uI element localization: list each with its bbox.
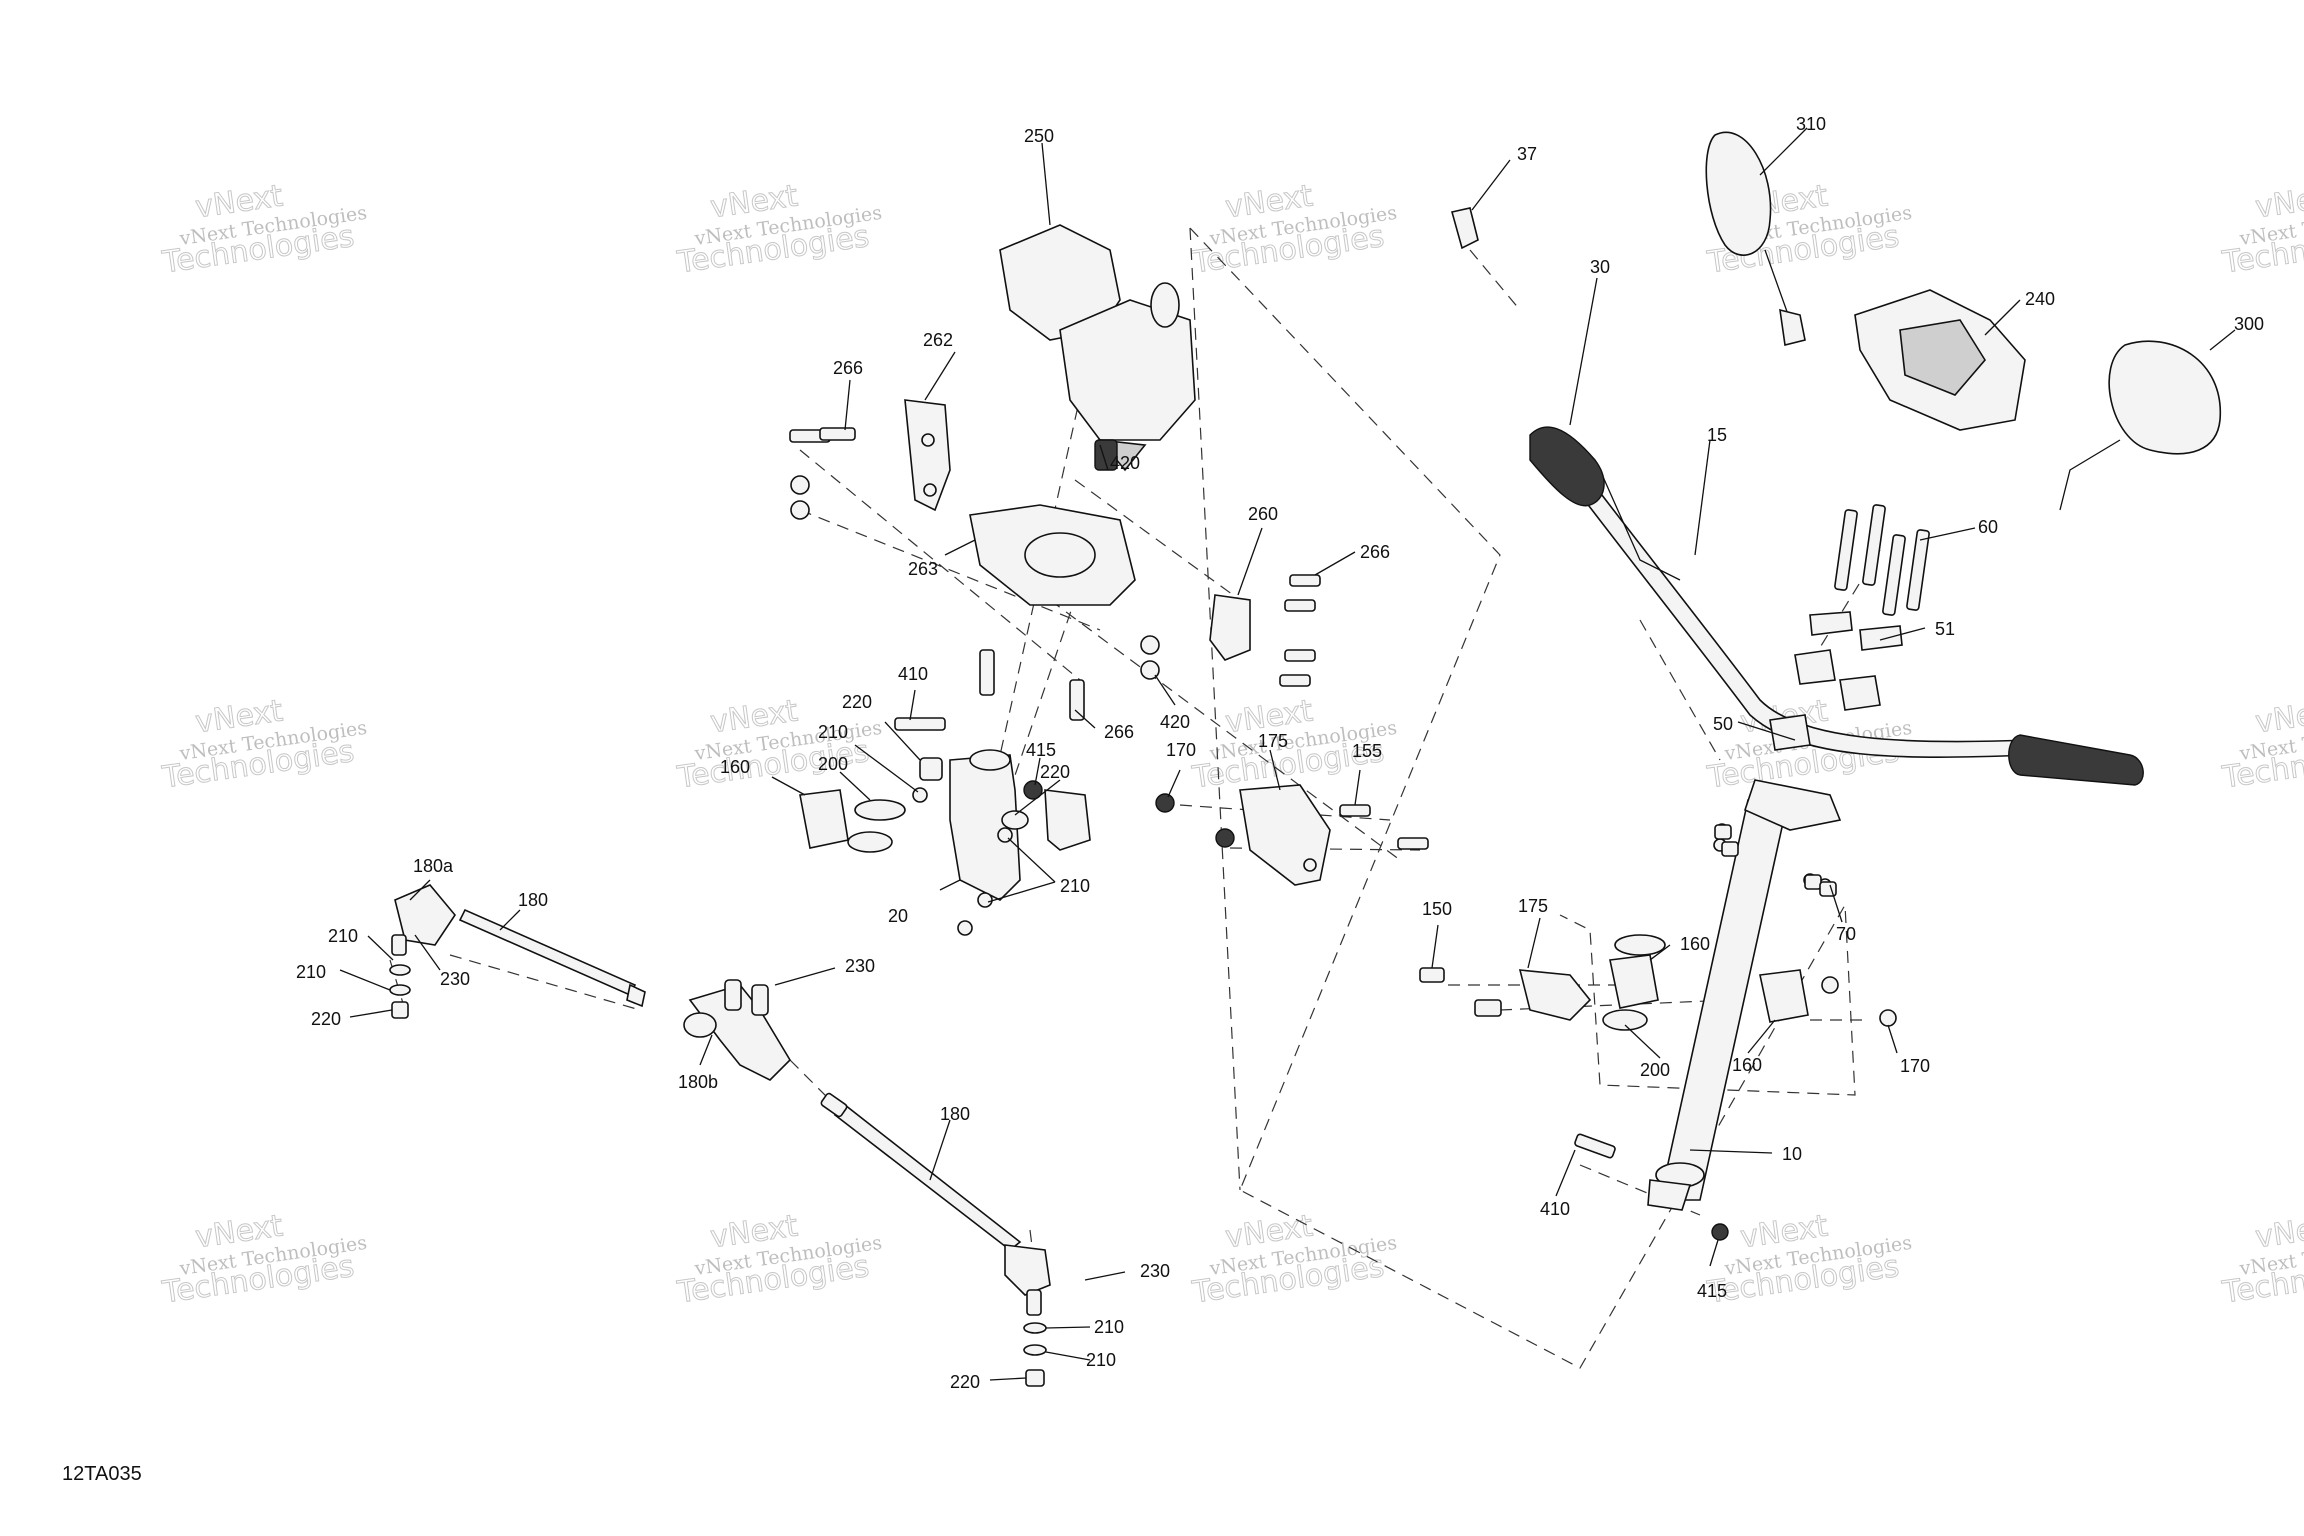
steering-column-10 bbox=[1647, 779, 1842, 1211]
callout-30: 30 bbox=[1590, 257, 1610, 277]
bushing-160-200-right bbox=[1602, 934, 1897, 1031]
nuts-70 bbox=[1714, 824, 1837, 897]
watermark-vnext: vNext bbox=[2253, 1208, 2304, 1255]
grip-30 bbox=[1529, 426, 1605, 507]
callout-175: 175 bbox=[1518, 896, 1548, 916]
callout-220: 220 bbox=[950, 1372, 980, 1392]
callout-415: 415 bbox=[1026, 740, 1056, 760]
callout-160: 160 bbox=[1680, 934, 1710, 954]
callout-180: 180 bbox=[940, 1104, 970, 1124]
clamp-175-right bbox=[1419, 967, 1729, 1241]
callout-170: 170 bbox=[1166, 740, 1196, 760]
callout-160: 160 bbox=[1732, 1055, 1762, 1075]
callout-150: 150 bbox=[1422, 899, 1452, 919]
pivot-20 bbox=[912, 749, 1043, 936]
end-cap-37 bbox=[1451, 207, 1479, 250]
drawing-reference: 12TA035 bbox=[62, 1463, 142, 1485]
tie-rod-180-lower bbox=[820, 1092, 1051, 1387]
leader-lines bbox=[339, 127, 2236, 1381]
callout-310: 310 bbox=[1796, 114, 1826, 134]
callout-230: 230 bbox=[845, 956, 875, 976]
callout-200: 200 bbox=[818, 754, 848, 774]
callout-37: 37 bbox=[1517, 144, 1537, 164]
callout-220: 220 bbox=[842, 692, 872, 712]
callout-15: 15 bbox=[1707, 425, 1727, 445]
callout-180: 180 bbox=[518, 890, 548, 910]
callout-20: 20 bbox=[888, 906, 908, 926]
callout-420: 420 bbox=[1110, 453, 1140, 473]
callout-230: 230 bbox=[440, 969, 470, 989]
grip-right bbox=[2008, 734, 2144, 786]
bracket-262 bbox=[904, 399, 951, 512]
callout-210: 210 bbox=[1094, 1317, 1124, 1337]
callout-210: 210 bbox=[328, 926, 358, 946]
callout-50: 50 bbox=[1713, 714, 1733, 734]
callout-175: 175 bbox=[1258, 731, 1288, 751]
steering-motor-250 bbox=[999, 224, 1196, 472]
callout-262: 262 bbox=[923, 330, 953, 350]
callout-300: 300 bbox=[2234, 314, 2264, 334]
clamp-175-center bbox=[1215, 784, 1331, 886]
callout-210: 210 bbox=[1060, 876, 1090, 896]
callout-70: 70 bbox=[1836, 924, 1856, 944]
callout-51: 51 bbox=[1935, 619, 1955, 639]
callout-240: 240 bbox=[2025, 289, 2055, 309]
cover-240 bbox=[1854, 289, 2026, 431]
bolts-60 bbox=[1834, 504, 1930, 616]
callout-210: 210 bbox=[818, 722, 848, 742]
watermark-vnext: vNext bbox=[2253, 178, 2304, 225]
callout-10: 10 bbox=[1782, 1144, 1802, 1164]
callout-230: 230 bbox=[1140, 1261, 1170, 1281]
callout-266: 266 bbox=[1360, 542, 1390, 562]
callout-labels: 250 262 266 420 263 260 266 420 266 410 … bbox=[296, 114, 2264, 1392]
callout-420: 420 bbox=[1160, 712, 1190, 732]
callout-250: 250 bbox=[1024, 126, 1054, 146]
callout-160: 160 bbox=[720, 757, 750, 777]
callout-60: 60 bbox=[1978, 517, 1998, 537]
mirror-300 bbox=[2059, 340, 2221, 511]
watermark-vnext: vNext bbox=[2253, 693, 2304, 740]
plate-260 bbox=[1209, 594, 1251, 661]
junction-180b bbox=[683, 979, 792, 1081]
callout-415: 415 bbox=[1697, 1281, 1727, 1301]
callout-266: 266 bbox=[833, 358, 863, 378]
callout-263: 263 bbox=[908, 559, 938, 579]
callout-155: 155 bbox=[1352, 741, 1382, 761]
callout-410: 410 bbox=[898, 664, 928, 684]
bracket-263 bbox=[969, 504, 1136, 606]
callout-410: 410 bbox=[1540, 1199, 1570, 1219]
bushing-160-200-left bbox=[799, 789, 1091, 853]
callout-200: 200 bbox=[1640, 1060, 1670, 1080]
callout-210: 210 bbox=[1086, 1350, 1116, 1370]
callout-210: 210 bbox=[296, 962, 326, 982]
callout-220: 220 bbox=[311, 1009, 341, 1029]
mirror-310 bbox=[1705, 131, 1806, 346]
callout-180b: 180b bbox=[678, 1072, 718, 1092]
clamps-51-50 bbox=[1769, 611, 1903, 751]
callout-266: 266 bbox=[1104, 722, 1134, 742]
bolts bbox=[789, 427, 1429, 850]
callout-170: 170 bbox=[1900, 1056, 1930, 1076]
callout-260: 260 bbox=[1248, 504, 1278, 524]
callout-220: 220 bbox=[1040, 762, 1070, 782]
callout-180a: 180a bbox=[413, 856, 454, 876]
